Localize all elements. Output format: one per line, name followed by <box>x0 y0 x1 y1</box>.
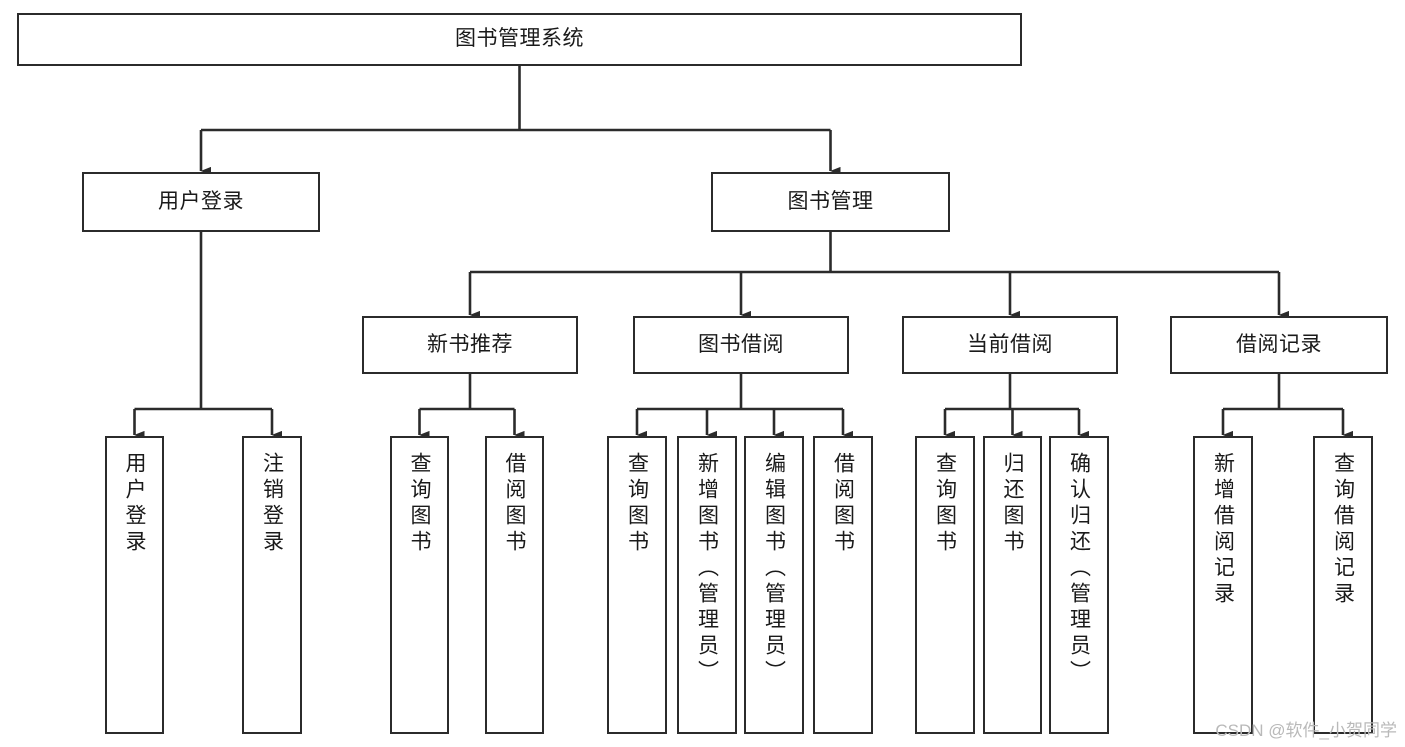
node-label: 用户登录 <box>158 189 244 213</box>
node-label: 查询图书 <box>408 452 432 556</box>
node-root[interactable]: 图书管理系统 <box>17 13 1022 66</box>
node-leaf-add-book[interactable]: 新增图书（管理员） <box>677 436 737 734</box>
node-leaf-borrow-book-2[interactable]: 借阅图书 <box>813 436 873 734</box>
node-label: 编辑图书（管理员） <box>762 452 786 686</box>
node-leaf-return-book[interactable]: 归还图书 <box>983 436 1042 734</box>
node-leaf-query-book-3[interactable]: 查询图书 <box>915 436 975 734</box>
node-label: 查询图书 <box>625 452 649 556</box>
node-label: 新书推荐 <box>427 332 513 356</box>
node-new-book-recommend[interactable]: 新书推荐 <box>362 316 578 374</box>
node-label: 归还图书 <box>1001 452 1025 556</box>
node-leaf-query-book-1[interactable]: 查询图书 <box>390 436 449 734</box>
node-label: 图书管理系统 <box>455 27 584 51</box>
node-leaf-confirm-return[interactable]: 确认归还（管理员） <box>1049 436 1109 734</box>
node-leaf-user-login[interactable]: 用户登录 <box>105 436 164 734</box>
node-label: 用户登录 <box>123 452 147 556</box>
node-label: 借阅记录 <box>1236 332 1322 356</box>
node-label: 注销登录 <box>260 452 284 556</box>
node-leaf-query-book-2[interactable]: 查询图书 <box>607 436 667 734</box>
node-label: 借阅图书 <box>503 452 527 556</box>
node-current-borrow[interactable]: 当前借阅 <box>902 316 1118 374</box>
node-label: 图书管理 <box>787 189 874 213</box>
node-label: 新增图书（管理员） <box>695 452 719 686</box>
node-label: 借阅图书 <box>831 452 855 556</box>
node-leaf-add-record[interactable]: 新增借阅记录 <box>1193 436 1253 734</box>
node-leaf-logout[interactable]: 注销登录 <box>242 436 302 734</box>
node-book-manage[interactable]: 图书管理 <box>711 172 950 232</box>
node-label: 查询借阅记录 <box>1331 452 1355 608</box>
node-leaf-query-record[interactable]: 查询借阅记录 <box>1313 436 1373 734</box>
node-label: 当前借阅 <box>967 332 1053 356</box>
node-user-login[interactable]: 用户登录 <box>82 172 320 232</box>
node-label: 图书借阅 <box>698 332 784 356</box>
node-leaf-edit-book[interactable]: 编辑图书（管理员） <box>744 436 804 734</box>
node-leaf-borrow-book-1[interactable]: 借阅图书 <box>485 436 544 734</box>
node-label: 查询图书 <box>933 452 957 556</box>
node-label: 新增借阅记录 <box>1211 452 1235 608</box>
node-label: 确认归还（管理员） <box>1067 452 1091 686</box>
node-borrow-record[interactable]: 借阅记录 <box>1170 316 1388 374</box>
node-book-borrow[interactable]: 图书借阅 <box>633 316 849 374</box>
